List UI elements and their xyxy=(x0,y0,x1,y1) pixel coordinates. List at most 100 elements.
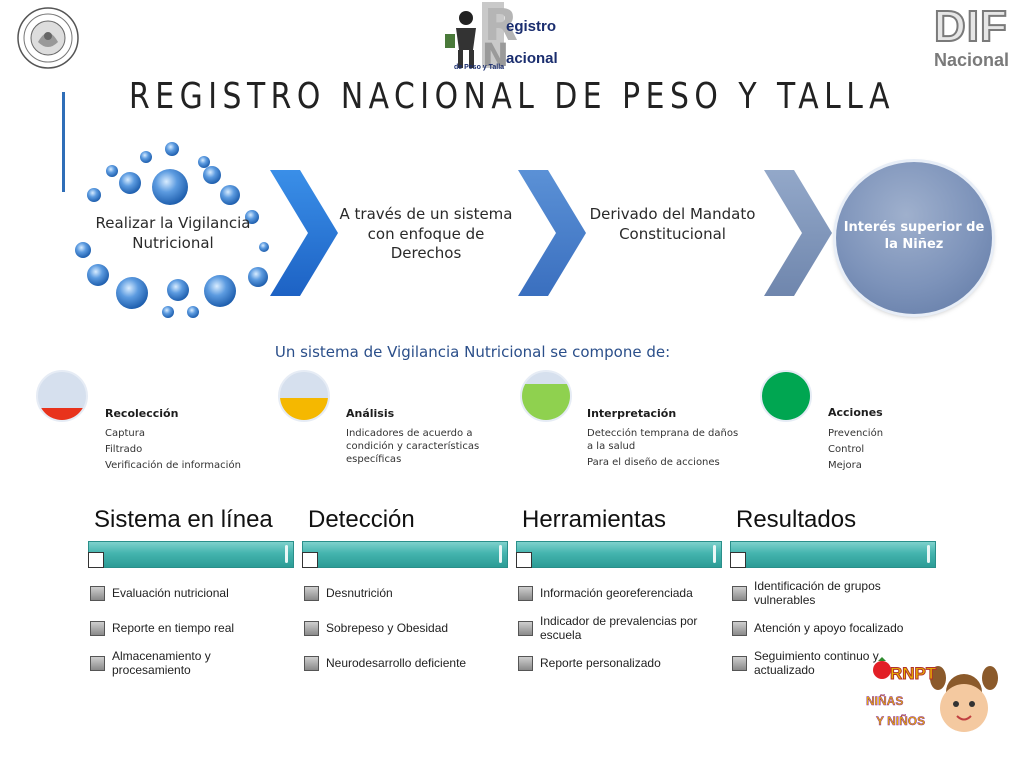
recoleccion-level xyxy=(38,408,86,420)
registro-text: egistro xyxy=(506,18,557,35)
checkbox-icon xyxy=(732,621,747,636)
column-header-herramientas: Herramientas xyxy=(522,506,667,533)
acciones-circle xyxy=(760,370,812,422)
list-item: Evaluación nutricional xyxy=(90,586,290,601)
components-subtitle: Un sistema de Vigilancia Nutricional se … xyxy=(274,343,671,361)
checkbox-icon xyxy=(90,656,105,672)
list-item: Indicador de prevalencias por escuela xyxy=(518,614,718,643)
column-bar-resultados xyxy=(730,541,936,568)
column-header-deteccion: Detección xyxy=(308,506,415,533)
list-item-label: Información georeferenciada xyxy=(540,585,693,600)
accent-bar xyxy=(62,92,65,192)
nacional-text: acional xyxy=(506,50,558,67)
list-item-label: Sobrepeso y Obesidad xyxy=(326,620,449,635)
interpretacion-title: Interpretación xyxy=(587,407,677,420)
recoleccion-circle xyxy=(36,370,88,422)
list-item: Seguimiento continuo y actualizado xyxy=(732,649,932,678)
list-item: Neurodesarrollo deficiente xyxy=(304,656,504,671)
bar-notch xyxy=(302,552,318,568)
list-item-label: Seguimiento continuo y actualizado xyxy=(754,649,879,677)
ninos-text: Y NIÑOS xyxy=(876,714,926,729)
list-item: Atención y apoyo focalizado xyxy=(732,621,932,636)
interpretacion-item: Detección temprana de daños a la salud xyxy=(587,428,739,452)
checkbox-icon xyxy=(90,586,105,601)
page-title: REGISTRO NACIONAL DE PESO Y TALLA xyxy=(129,76,895,117)
checkbox-icon xyxy=(518,656,533,671)
registro-nacional-logo: R N egistro acional de Peso y Talla xyxy=(440,0,580,75)
acciones-item: Control xyxy=(828,444,865,455)
step-interes-superior: Interés superior de la Niñez xyxy=(843,220,985,252)
svg-text:N: N xyxy=(482,36,509,74)
acciones-level xyxy=(762,372,810,420)
checkbox-icon xyxy=(304,656,319,671)
interpretacion-circle xyxy=(520,370,572,422)
chevron-arrow-1 xyxy=(270,170,338,296)
checkbox-icon xyxy=(304,621,319,636)
list-item: Información georeferenciada xyxy=(518,586,718,601)
bar-notch xyxy=(730,552,746,568)
bubbles-decoration xyxy=(75,142,269,318)
list-item: Reporte en tiempo real xyxy=(90,621,290,636)
peso-talla-text: de Peso y Talla xyxy=(454,64,505,71)
list-item: Sobrepeso y Obesidad xyxy=(304,621,504,636)
bar-end-mark xyxy=(927,545,930,563)
ninas-text: NIÑAS xyxy=(866,694,904,709)
dif-nacional-logo: DIF Nacional xyxy=(930,1,1016,72)
step-mandato: Derivado del Mandato Constitucional xyxy=(589,205,756,243)
registro-nacional-emblem: R N xyxy=(445,0,518,74)
list-item: Reporte personalizado xyxy=(518,656,718,671)
analisis-title: Análisis xyxy=(346,407,395,420)
column-bar-herramientas xyxy=(516,541,722,568)
checkbox-icon xyxy=(732,586,747,602)
column-bar-deteccion xyxy=(302,541,508,568)
rnpt-mascot-logo: RNPT NIÑAS Y NIÑOS xyxy=(862,648,1002,758)
list-item: Identificación de grupos vulnerables xyxy=(732,579,932,608)
checkbox-icon xyxy=(304,586,319,601)
bar-notch xyxy=(88,552,104,568)
bar-notch xyxy=(516,552,532,568)
government-seal-logo xyxy=(17,7,79,69)
column-header-resultados: Resultados xyxy=(736,506,857,533)
analisis-items: Indicadores de acuerdo a condición y car… xyxy=(346,427,496,469)
recoleccion-item: Filtrado xyxy=(105,444,143,455)
list-item-label: Atención y apoyo focalizado xyxy=(754,620,904,635)
recoleccion-title: Recolección xyxy=(105,407,179,420)
recoleccion-item: Verificación de información xyxy=(105,460,241,471)
checkbox-icon xyxy=(518,621,533,637)
checkbox-icon xyxy=(518,586,533,601)
interpretacion-item: Para el diseño de acciones xyxy=(587,457,720,468)
list-item-label: Desnutrición xyxy=(326,585,393,600)
analisis-level xyxy=(280,398,328,420)
analisis-circle xyxy=(278,370,330,422)
recoleccion-items: Captura Filtrado Verificación de informa… xyxy=(105,427,265,475)
step-vigilancia: Realizar la Vigilancia Nutricional xyxy=(95,214,251,252)
list-item-label: Neurodesarrollo deficiente xyxy=(326,655,467,670)
bar-end-mark xyxy=(285,545,288,563)
analisis-item: Indicadores de acuerdo a condición y car… xyxy=(346,428,480,465)
girl-mascot-icon xyxy=(873,657,998,732)
dif-text: DIF xyxy=(933,1,1008,52)
nacional-label: Nacional xyxy=(934,50,1010,70)
chevron-arrow-3 xyxy=(764,170,832,296)
interpretacion-level xyxy=(522,384,570,420)
list-item-label: Reporte en tiempo real xyxy=(112,620,235,635)
step-enfoque-derechos: A través de un sistema con enfoque de De… xyxy=(339,205,513,262)
acciones-title: Acciones xyxy=(828,406,883,419)
chevron-arrow-2 xyxy=(518,170,586,296)
bar-end-mark xyxy=(499,545,502,563)
process-arrows xyxy=(270,170,832,296)
bar-end-mark xyxy=(713,545,716,563)
list-item: Almacenamiento y procesamiento xyxy=(90,649,290,678)
list-item-label: Evaluación nutricional xyxy=(112,585,229,600)
acciones-items: Prevención Control Mejora xyxy=(828,427,948,475)
list-item: Desnutrición xyxy=(304,586,504,601)
acciones-item: Prevención xyxy=(828,428,884,439)
checkbox-icon xyxy=(732,656,747,672)
list-item-label: Indicador de prevalencias por escuela xyxy=(540,614,698,642)
interpretacion-items: Detección temprana de daños a la salud P… xyxy=(587,427,747,472)
rnpt-text: RNPT xyxy=(889,664,937,684)
column-header-sistema: Sistema en línea xyxy=(94,506,273,533)
interes-superior-circle xyxy=(836,162,992,314)
list-item-label: Reporte personalizado xyxy=(540,655,661,670)
column-bar-sistema xyxy=(88,541,294,568)
